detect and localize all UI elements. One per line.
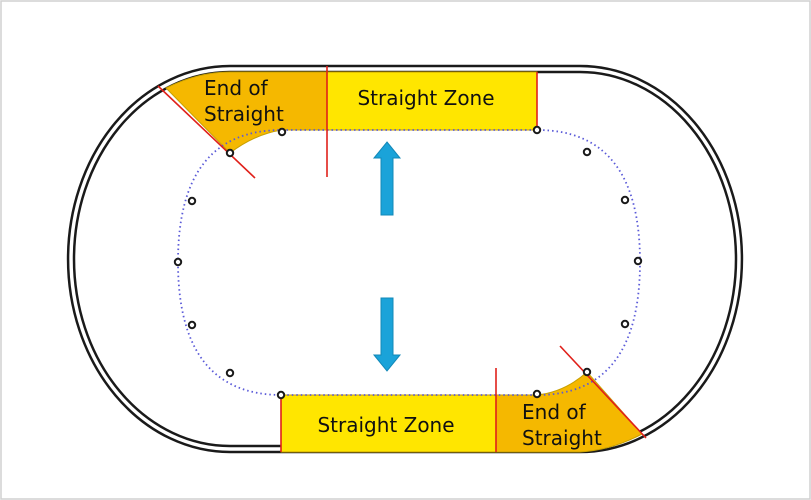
top-straight-zone-label: Straight Zone [357,86,494,110]
timing-marker [582,147,592,157]
bottom-end-of-straight-label-line1: End of [522,400,587,424]
timing-marker [620,195,630,205]
timing-marker [620,319,630,329]
timing-marker [225,368,235,378]
timing-marker [532,125,542,135]
timing-marker [277,127,287,137]
bottom-end-of-straight-label-line2: Straight [522,426,602,450]
arrow-down-icon [372,297,402,372]
watermark: 知乎 @詹天佐 [638,455,764,479]
timing-marker [532,389,542,399]
timing-marker [582,367,592,377]
timing-markers [173,125,643,400]
top-end-of-straight-label-line2: Straight [204,102,284,126]
timing-marker [187,320,197,330]
top-straight-zone [326,71,538,131]
timing-marker [187,196,197,206]
bottom-straight-zone-label: Straight Zone [317,413,454,437]
timing-marker [276,390,286,400]
timing-marker [173,257,183,267]
inner-dotted-track [177,129,641,396]
bottom-straight-zone [280,394,497,453]
timing-marker [633,256,643,266]
top-end-of-straight-label-line1: End of [204,76,269,100]
timing-marker [225,148,235,158]
divider-top-left-diagonal [157,85,256,179]
divider-bottom-right-diagonal [559,345,647,439]
arrow-up-icon [372,141,402,216]
